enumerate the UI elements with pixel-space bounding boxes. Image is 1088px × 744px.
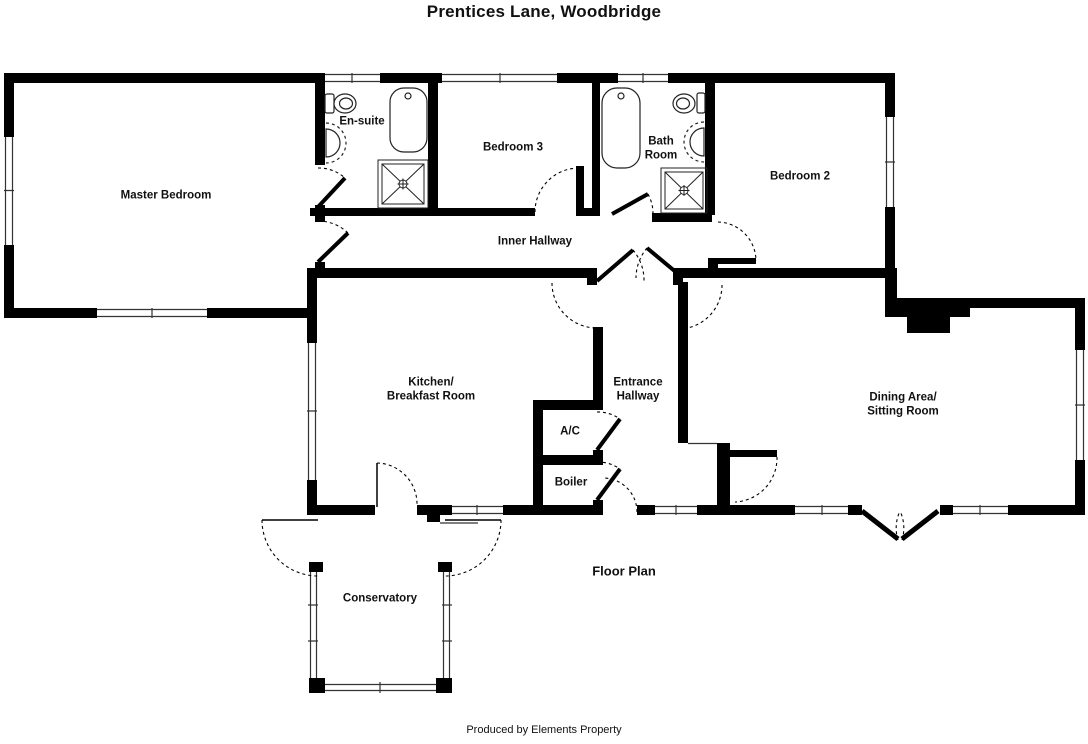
room-label-dining: Dining Area/ Sitting Room: [867, 391, 939, 418]
bath-icon: [389, 87, 428, 153]
shower-icon: [377, 159, 429, 209]
door-swing-arcs: [261, 167, 905, 577]
room-label-entrance-hallway: Entrance Hallway: [613, 376, 663, 403]
door-leaf: [262, 463, 501, 521]
windows-layer: [4, 73, 1085, 524]
floorplan-caption: Floor Plan: [592, 563, 656, 579]
room-label-master-bedroom: Master Bedroom: [120, 189, 212, 202]
room-label-boiler: Boiler: [554, 476, 588, 489]
sink-icon: [683, 121, 705, 163]
doors-layer: [261, 167, 940, 577]
room-label-kitchen: Kitchen/ Breakfast Room: [386, 376, 476, 403]
fixtures-layer: [324, 87, 708, 214]
room-label-bedroom-2: Bedroom 2: [769, 170, 831, 183]
door-leaf: [316, 176, 685, 502]
toilet-icon: [672, 92, 706, 114]
shower-icon: [660, 167, 708, 214]
sink-icon: [325, 122, 347, 164]
walls-layer: [4, 73, 1085, 693]
plan-footer: Produced by Elements Property: [466, 724, 622, 736]
room-label-ac: A/C: [560, 425, 580, 438]
page-title: Prentices Lane, Woodbridge: [426, 2, 662, 21]
room-label-inner-hallway: Inner Hallway: [497, 235, 573, 248]
conservatory-glass: [308, 572, 452, 693]
room-label-bedroom-3: Bedroom 3: [482, 141, 544, 154]
room-label-en-suite: En-suite: [339, 115, 385, 128]
room-label-conservatory: Conservatory: [342, 592, 418, 605]
room-label-bath-room: Bath Room: [644, 135, 678, 162]
toilet-icon: [324, 93, 357, 114]
bath-icon: [601, 87, 641, 169]
french-door-leaves: [860, 509, 940, 541]
